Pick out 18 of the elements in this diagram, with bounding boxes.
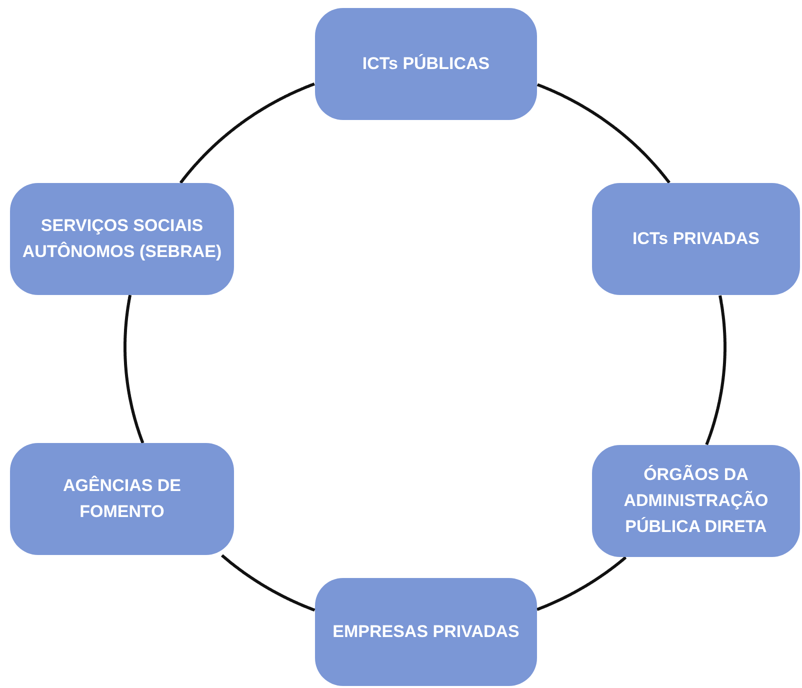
connector-arc bbox=[536, 556, 627, 611]
node-label: SERVIÇOS SOCIAIS AUTÔNOMOS (SEBRAE) bbox=[22, 215, 222, 263]
node-label: ICTs PRIVADAS bbox=[632, 228, 760, 250]
connector-arc bbox=[705, 294, 726, 446]
node-label: ÓRGÃOS DA ADMINISTRAÇÃO PÚBLICA DIRETA bbox=[622, 464, 770, 538]
rounded-box bbox=[592, 183, 800, 295]
connector-arc bbox=[124, 294, 144, 444]
connector-arc bbox=[220, 554, 316, 612]
node-label: ICTs PÚBLICAS bbox=[362, 53, 490, 75]
rounded-box bbox=[10, 443, 234, 555]
node-label: AGÊNCIAS DE FOMENTO bbox=[62, 474, 182, 523]
rounded-box bbox=[10, 183, 234, 295]
connector-arc bbox=[179, 82, 316, 184]
rounded-box bbox=[315, 8, 537, 120]
connector-arc bbox=[536, 83, 670, 184]
rounded-box bbox=[592, 445, 800, 557]
node-label: EMPRESAS PRIVADAS bbox=[332, 621, 520, 643]
rounded-box bbox=[315, 578, 537, 686]
